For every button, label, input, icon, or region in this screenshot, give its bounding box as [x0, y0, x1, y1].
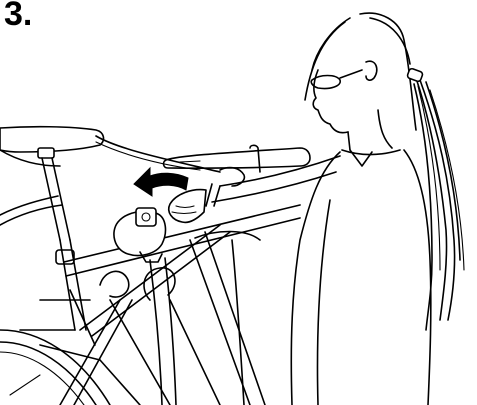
woman-figure-icon	[169, 13, 464, 405]
step-number: 3.	[4, 0, 32, 31]
bicycle-icon	[0, 127, 310, 405]
bike-rack-icon	[100, 232, 265, 405]
direction-arrow-icon	[134, 168, 188, 196]
